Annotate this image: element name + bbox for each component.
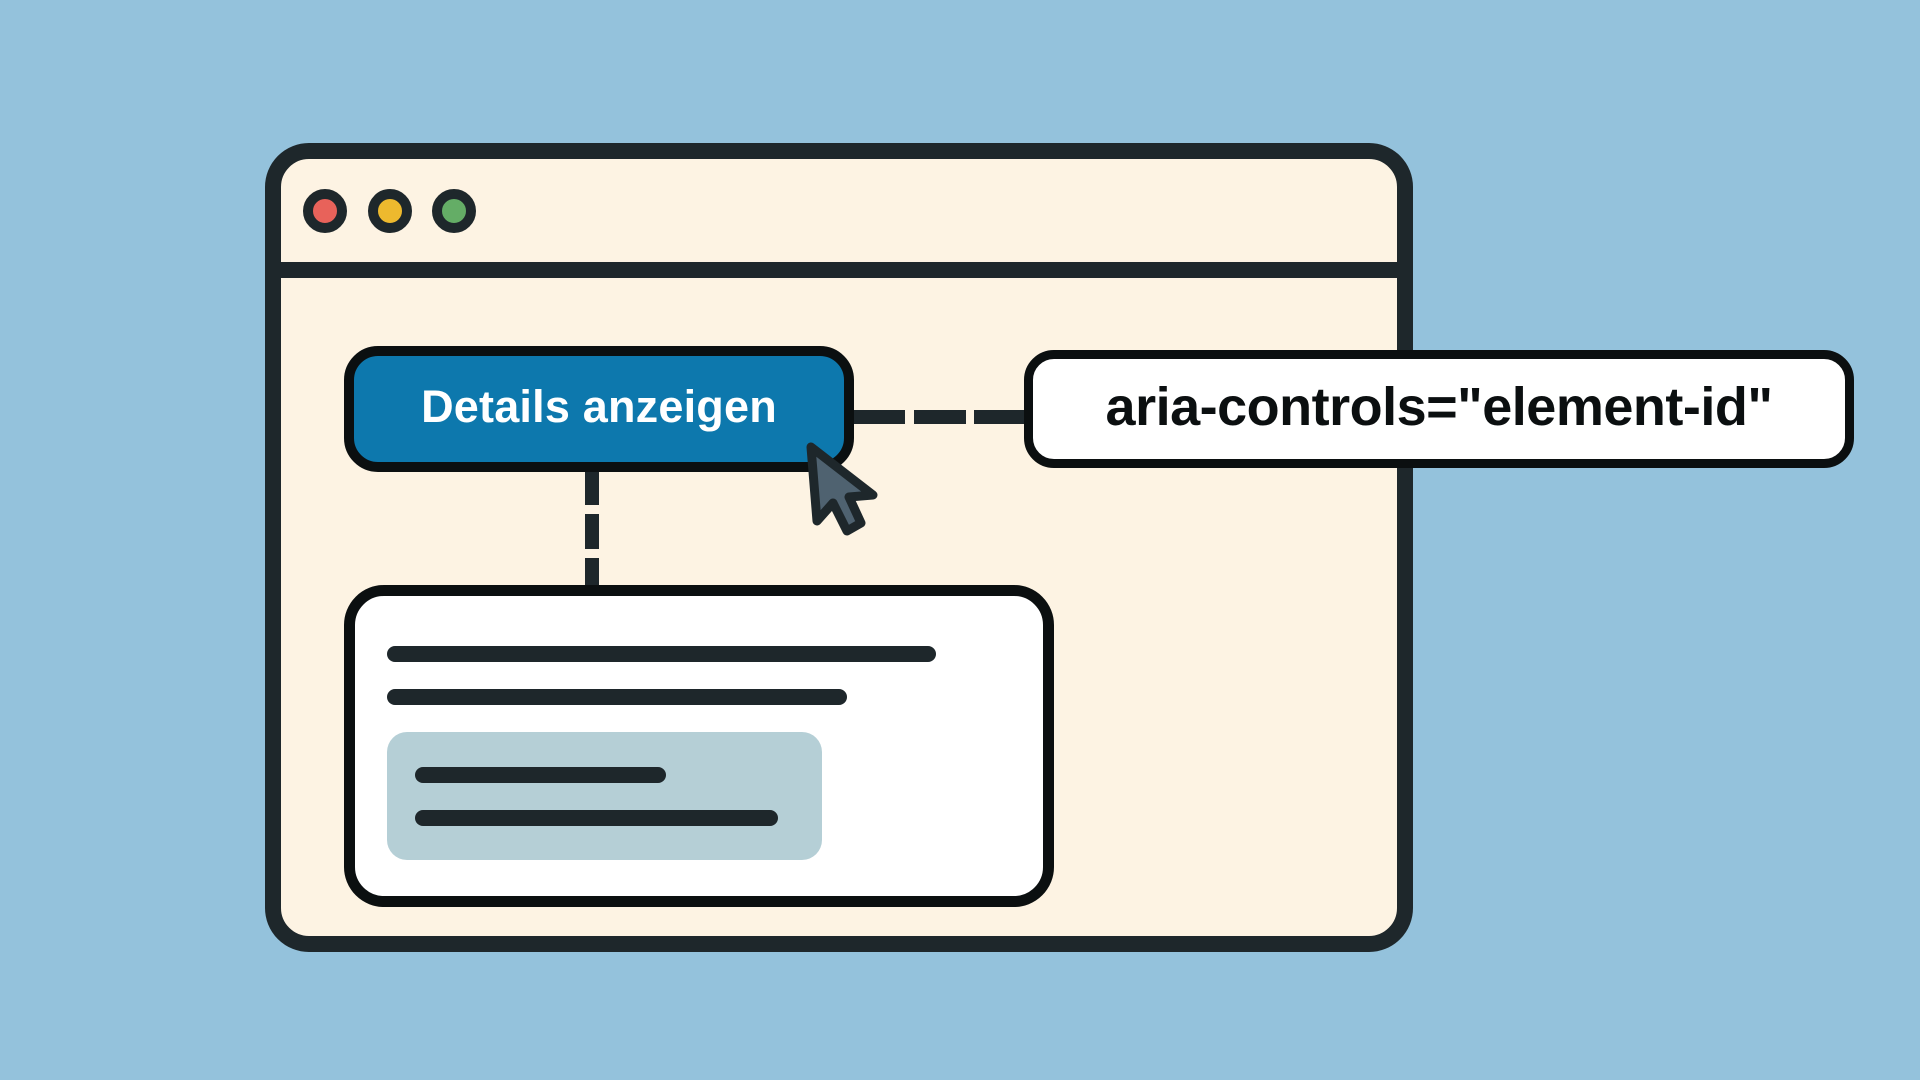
titlebar-divider — [281, 262, 1397, 278]
connector-dash — [585, 470, 599, 505]
connector-dash — [914, 410, 966, 424]
aria-controls-label: aria-controls="element-id" — [1024, 350, 1854, 468]
connector-dash — [585, 558, 599, 588]
aria-controls-text: aria-controls="element-id" — [1105, 377, 1773, 437]
details-button[interactable]: Details anzeigen — [344, 346, 854, 472]
nested-content-box — [387, 732, 822, 860]
placeholder-text-line — [387, 646, 936, 662]
mouse-pointer-icon — [806, 442, 878, 536]
connector-dash — [974, 410, 1028, 424]
maximize-dot-icon — [432, 189, 476, 233]
connector-dash — [852, 410, 905, 424]
close-dot-icon — [303, 189, 347, 233]
placeholder-text-line — [415, 810, 778, 826]
placeholder-text-line — [387, 689, 847, 705]
placeholder-text-line — [415, 767, 666, 783]
minimize-dot-icon — [368, 189, 412, 233]
details-button-label: Details anzeigen — [421, 381, 777, 432]
connector-dash — [585, 514, 599, 549]
